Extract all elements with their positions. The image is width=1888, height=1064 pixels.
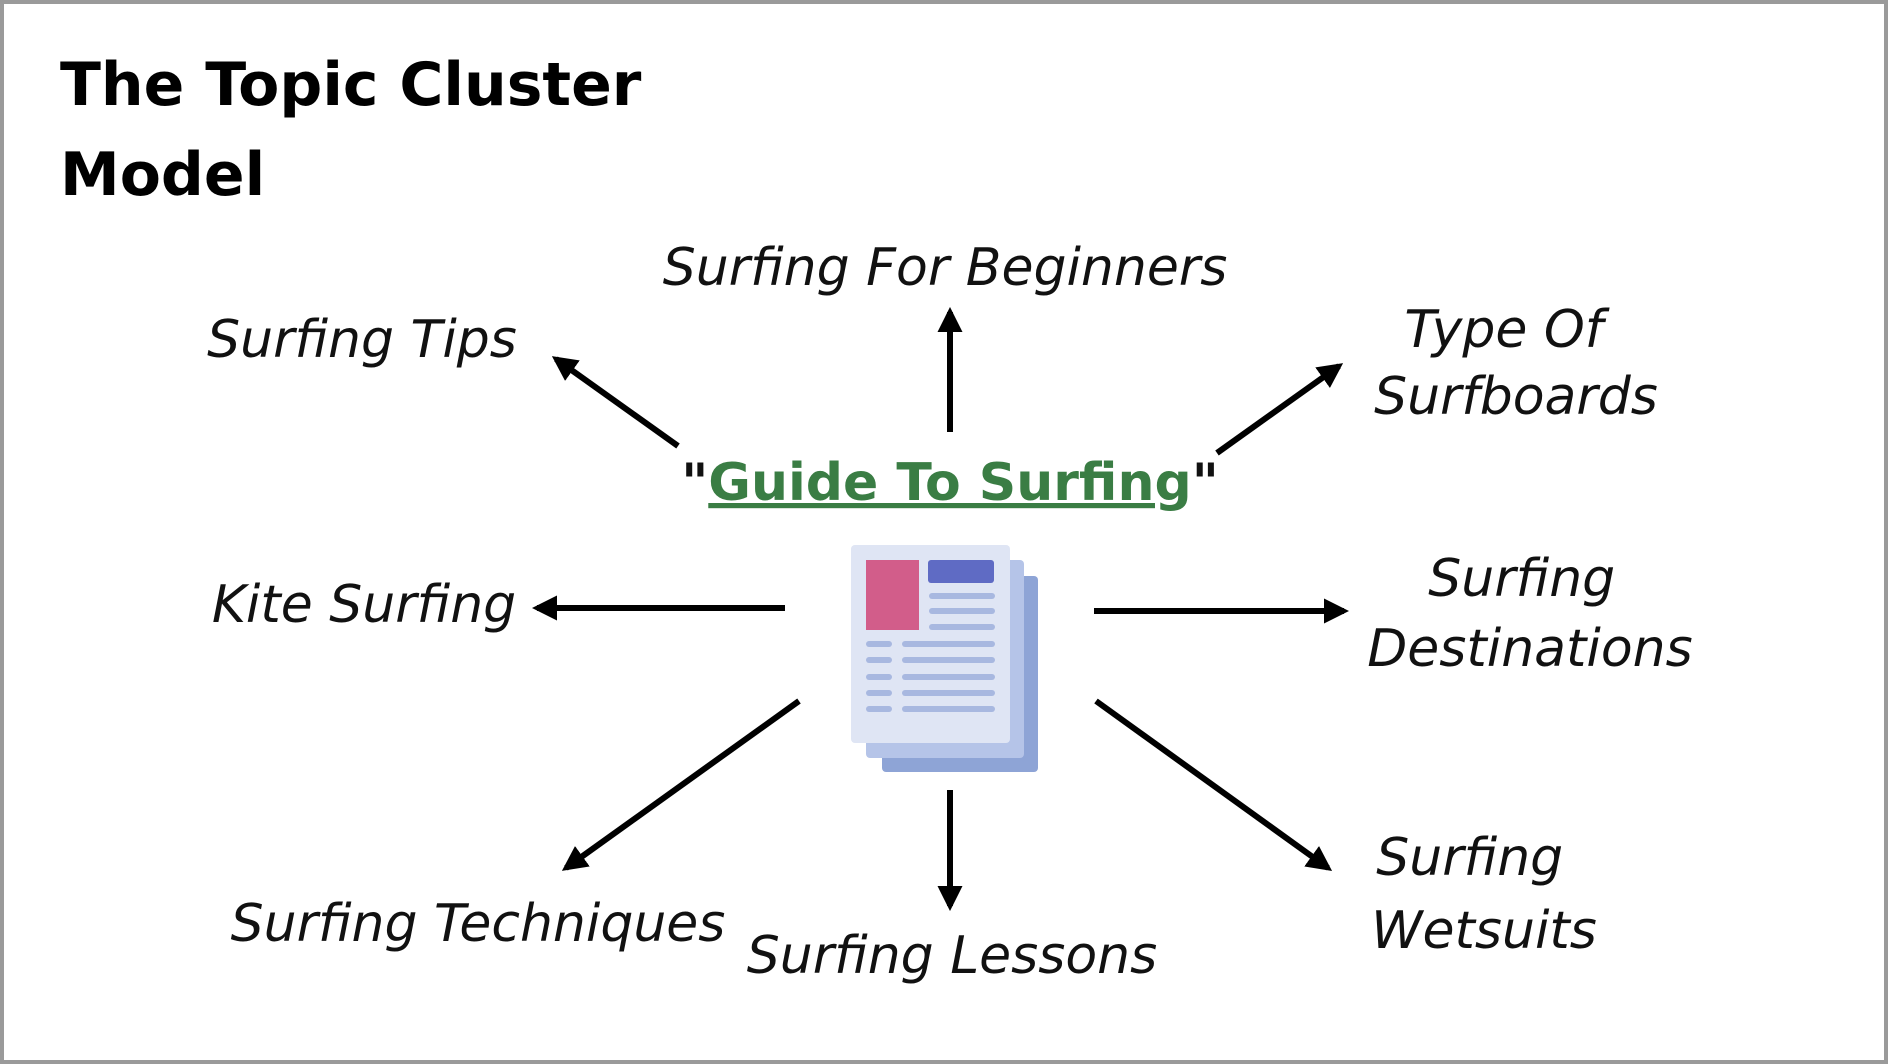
topic-line: Kite Surfing [212,575,516,635]
title-line-2: Model [60,140,266,210]
document-stack-icon [851,545,1038,772]
hub-quote-open: " [681,453,708,513]
topic-surfing-wetsuits: Surfing Wetsuits [1371,828,1597,961]
hub-quote-close: " [1192,453,1219,513]
topic-line: Surfing For Beginners [663,238,1228,298]
topic-line: Wetsuits [1371,901,1597,961]
title-line-1: The Topic Cluster [60,50,642,120]
topic-line: Surfing Techniques [231,894,726,954]
topic-line: Surfboards [1374,367,1658,427]
topic-line: Destinations [1367,619,1692,679]
topic-line: Type Of [1404,300,1609,360]
hub-link[interactable]: Guide To Surfing [708,453,1191,513]
arrow-to-tips [551,356,680,449]
topic-line: Surfing Lessons [747,926,1157,986]
arrow-to-techniques [561,698,801,871]
topic-kite-surfing: Kite Surfing [212,575,516,635]
topic-surfing-destinations: Surfing Destinations [1367,549,1692,679]
hub-label: "Guide To Surfing" [681,453,1219,513]
topic-surfing-for-beginners: Surfing For Beginners [663,238,1228,298]
arrow-to-wetsuits [1094,698,1333,871]
topic-surfing-lessons: Surfing Lessons [747,926,1157,986]
topic-surfing-techniques: Surfing Techniques [231,894,726,954]
diagram-title: The Topic Cluster Model [60,40,700,220]
topic-line: Surfing [1376,828,1563,888]
topic-line: Surfing [1428,549,1615,609]
topic-type-of-surfboards: Type Of Surfboards [1374,300,1658,427]
topic-line: Surfing Tips [207,310,517,370]
arrow-to-surfboards [1215,363,1344,456]
topic-surfing-tips: Surfing Tips [207,310,517,370]
